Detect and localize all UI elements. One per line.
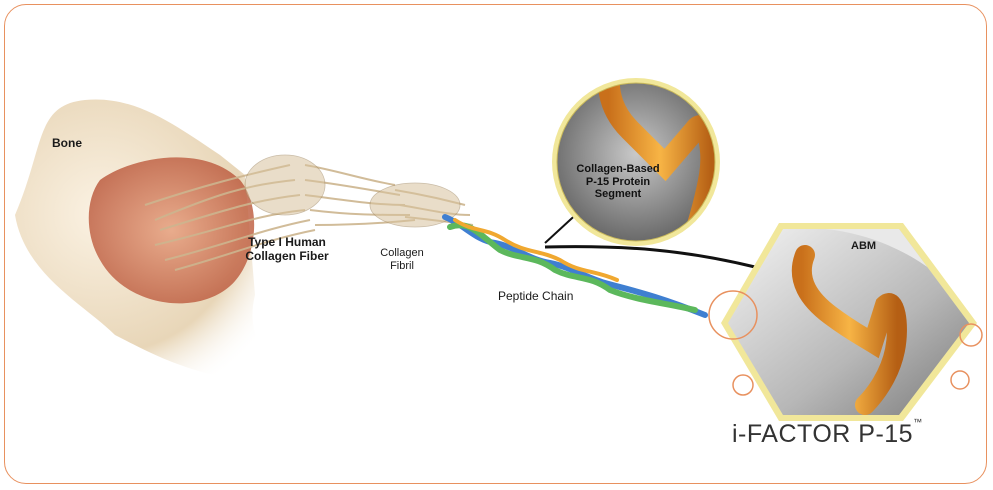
abm-zoom-hexagon <box>721 223 977 421</box>
bone-label: Bone <box>52 137 82 151</box>
collagen-fibril-bundle <box>245 155 460 227</box>
trademark-symbol: ™ <box>913 417 923 427</box>
brand-text: i-FACTOR P-15 <box>732 420 913 448</box>
segment-zoom-circle <box>552 50 720 250</box>
pointer-line <box>545 247 755 267</box>
illustration <box>5 5 987 484</box>
brand-name: i-FACTOR P-15™ <box>732 420 923 449</box>
collagen-fibril-label: Collagen Fibril <box>372 247 432 272</box>
collagen-fiber-label: Type I Human Collagen Fiber <box>232 236 342 264</box>
segment-label: Collagen-Based P-15 Protein Segment <box>568 163 668 201</box>
peptide-chain-label: Peptide Chain <box>498 290 573 304</box>
abm-label: ABM <box>851 240 876 253</box>
diagram-frame <box>4 4 987 484</box>
